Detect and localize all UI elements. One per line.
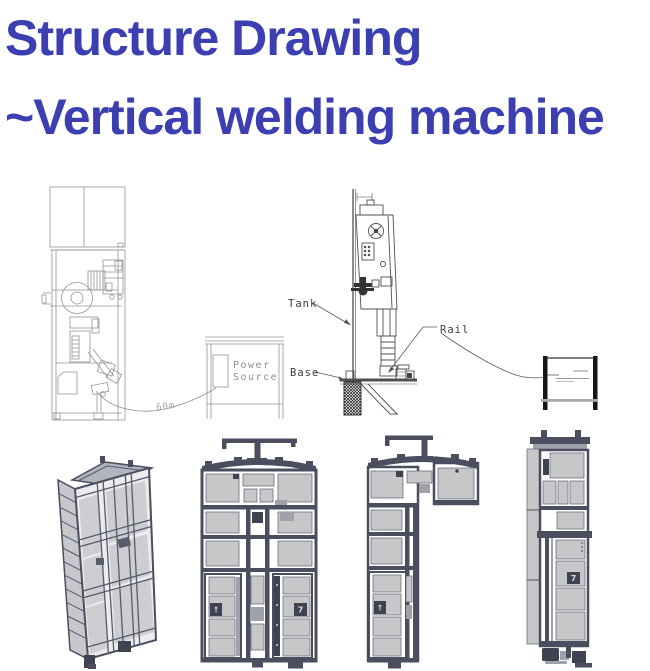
render-front-view: ↑ 7 bbox=[200, 438, 318, 669]
page-title-line-1: Structure Drawing bbox=[5, 10, 422, 66]
base-label: Base bbox=[290, 367, 319, 379]
panel-badge-front-left: ↑ bbox=[213, 606, 220, 615]
power-cable bbox=[95, 387, 217, 412]
render-l-view: ↑ bbox=[366, 435, 480, 669]
machine-base-block bbox=[343, 381, 362, 416]
power-source-table bbox=[205, 336, 284, 419]
panel-badge-l-view: ↑ bbox=[377, 604, 384, 613]
render-side-view: 7 bbox=[526, 430, 592, 668]
schematic-side-sketch bbox=[41, 186, 126, 421]
tank-label: Tank bbox=[288, 298, 317, 310]
render-iso-view bbox=[57, 456, 158, 669]
power-source-label-line2: Source bbox=[233, 372, 278, 383]
page-title-line-2: ~Vertical welding machine bbox=[5, 89, 605, 145]
rail-label: Rail bbox=[440, 324, 469, 336]
panel-badge-front-right: 7 bbox=[298, 606, 304, 615]
callouts: Tank Base Rail bbox=[288, 298, 559, 381]
rail-detail-box bbox=[541, 356, 598, 410]
cable-length-label: 60m bbox=[156, 401, 176, 413]
panel-badge-side-view: 7 bbox=[571, 574, 577, 583]
power-source-label-line1: Power bbox=[233, 360, 271, 371]
elevation-drawing bbox=[340, 189, 417, 416]
